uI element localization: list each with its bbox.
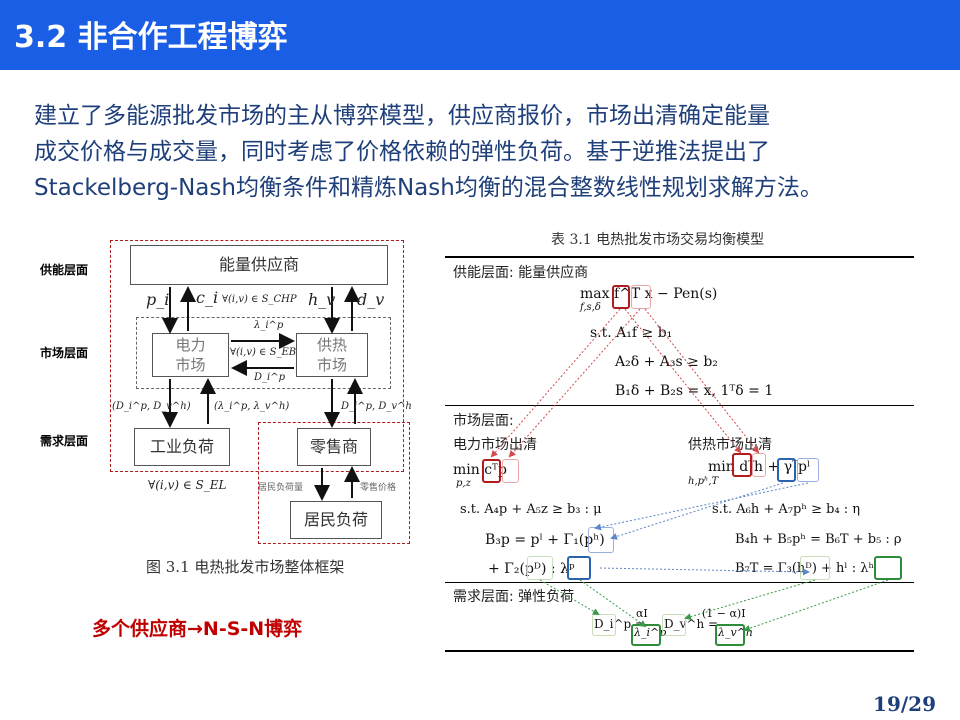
- figure-caption: 图 3.1 电热批发市场整体框架: [146, 558, 345, 576]
- label-eb-set: ∀(i,v) ∈ S_EB: [230, 347, 297, 358]
- power-constraint-1: s.t. A₄p + A₅z ≥ b₃ : μ: [460, 502, 602, 517]
- retailer-box: 零售商: [297, 428, 371, 466]
- power-demand-den: λ_i^p: [634, 626, 667, 639]
- heat-clearing-label: 供热市场出清: [688, 437, 772, 453]
- label-demand-left: (D_i^p, D_v^h): [112, 401, 191, 412]
- heat-demand-num: (1 − α)I: [702, 607, 746, 620]
- heat-constraint-2: B₄h + B₅pʰ = B₆T + b₅ : ρ: [735, 532, 902, 547]
- heat-constraint-1: s.t. A₆h + A₇pʰ ≥ b₄ : η: [712, 502, 861, 517]
- power-market-box: 电力 市场: [152, 333, 229, 377]
- power-demand-num: αI: [636, 607, 648, 620]
- lambda-vh-highlight: [715, 624, 745, 646]
- label-retail-price: 零售价格: [360, 483, 397, 493]
- Dp-highlight: [592, 614, 616, 636]
- label-d-v: d_v: [357, 290, 385, 309]
- bid-highlight-f: [612, 285, 630, 309]
- lambda-h-highlight: [874, 556, 902, 580]
- supplier-constraint-3: B₁δ + B₂s = x, 1ᵀδ = 1: [615, 383, 774, 399]
- power-objective: min cᵀp: [453, 462, 507, 478]
- label-chp-set: ∀(i,v) ∈ S_CHP: [222, 294, 297, 305]
- market-section-header: 市场层面:: [453, 413, 514, 429]
- supplier-objective: max f^T x − Pen(s): [580, 286, 718, 302]
- lambda-p-highlight: [567, 556, 591, 580]
- table-caption: 表 3.1 电热批发市场交易均衡模型: [551, 232, 765, 248]
- label-p-i: p_i: [146, 290, 170, 309]
- label-lambda-p: λ_i^p: [254, 320, 284, 331]
- label-h-v: h_v: [308, 290, 336, 309]
- layer-label-market: 市场层面: [40, 346, 89, 360]
- description: 建立了多能源批发市场的主从博弈模型，供应商报价，市场出清确定能量 成交价格与成交…: [34, 98, 934, 206]
- layer-label-demand: 需求层面: [40, 434, 89, 448]
- power-price-highlight: [482, 459, 501, 483]
- supplier-objective-vars: f,s,δ: [580, 302, 601, 313]
- table-top-rule: [445, 256, 914, 258]
- power-objective-vars: p,z: [456, 478, 471, 489]
- table-rule-1: [445, 405, 914, 406]
- pl-highlight: [797, 458, 819, 482]
- power-clearing-label: 电力市场出清: [453, 437, 537, 453]
- power-qty-highlight: [502, 459, 519, 483]
- demand-section-header: 需求层面: 弹性负荷: [453, 589, 575, 605]
- table-bottom-rule: [445, 650, 914, 652]
- industrial-load-box: 工业负荷: [134, 428, 230, 466]
- label-D-p: D_i^p: [254, 372, 285, 383]
- description-line-2: 成交价格与成交量，同时考虑了价格依赖的弹性负荷。基于逆推法提出了: [34, 139, 770, 165]
- label-demand-right: D_i^p, D_v^h: [341, 401, 412, 412]
- energy-supplier-box: 能量供应商: [130, 245, 388, 285]
- wholesale-dashed-frame: [110, 240, 404, 472]
- label-lambda-pair: (λ_i^p, λ_v^h): [214, 401, 290, 412]
- resident-load-box: 居民负荷: [290, 501, 382, 539]
- supplier-constraint-2: A₂δ + A₃s ≥ b₂: [615, 354, 718, 370]
- title-bar: [0, 0, 960, 70]
- description-line-3: Stackelberg-Nash均衡条件和精炼Nash均衡的混合整数线性规划求解…: [34, 175, 823, 201]
- power-constraint-2: B₃p = pˡ + Γ₁(pʰ): [485, 532, 605, 548]
- hD-highlight: [800, 556, 830, 580]
- supply-section-header: 供能层面: 能量供应商: [453, 265, 589, 281]
- heat-objective-vars: h,pʰ,T: [688, 476, 719, 487]
- description-line-1: 建立了多能源批发市场的主从博弈模型，供应商报价，市场出清确定能量: [34, 103, 770, 129]
- label-el-set: ∀(i,v) ∈ S_EL: [148, 478, 227, 492]
- table-rule-2: [445, 582, 914, 583]
- heat-demand-lhs: D_v^h =: [664, 617, 719, 631]
- page-number: 19/29: [873, 692, 936, 716]
- slide-title: 3.2 非合作工程博弈: [14, 20, 288, 55]
- market-dashed-frame: [136, 317, 391, 389]
- supplier-constraint-1: s.t. A₁f ≥ b₁: [590, 325, 673, 341]
- gamma-highlight: [777, 458, 796, 482]
- bid-highlight-x: [631, 285, 651, 309]
- layer-label-supply: 供能层面: [40, 263, 89, 277]
- nsn-game-note: 多个供应商→N-S-N博弈: [92, 618, 303, 640]
- Dh-highlight: [662, 614, 686, 636]
- pD-highlight: [527, 556, 553, 580]
- heat-price-highlight: [732, 453, 752, 477]
- label-resident-qty: 居民负荷量: [258, 483, 304, 493]
- label-c-i: c_i: [196, 288, 219, 307]
